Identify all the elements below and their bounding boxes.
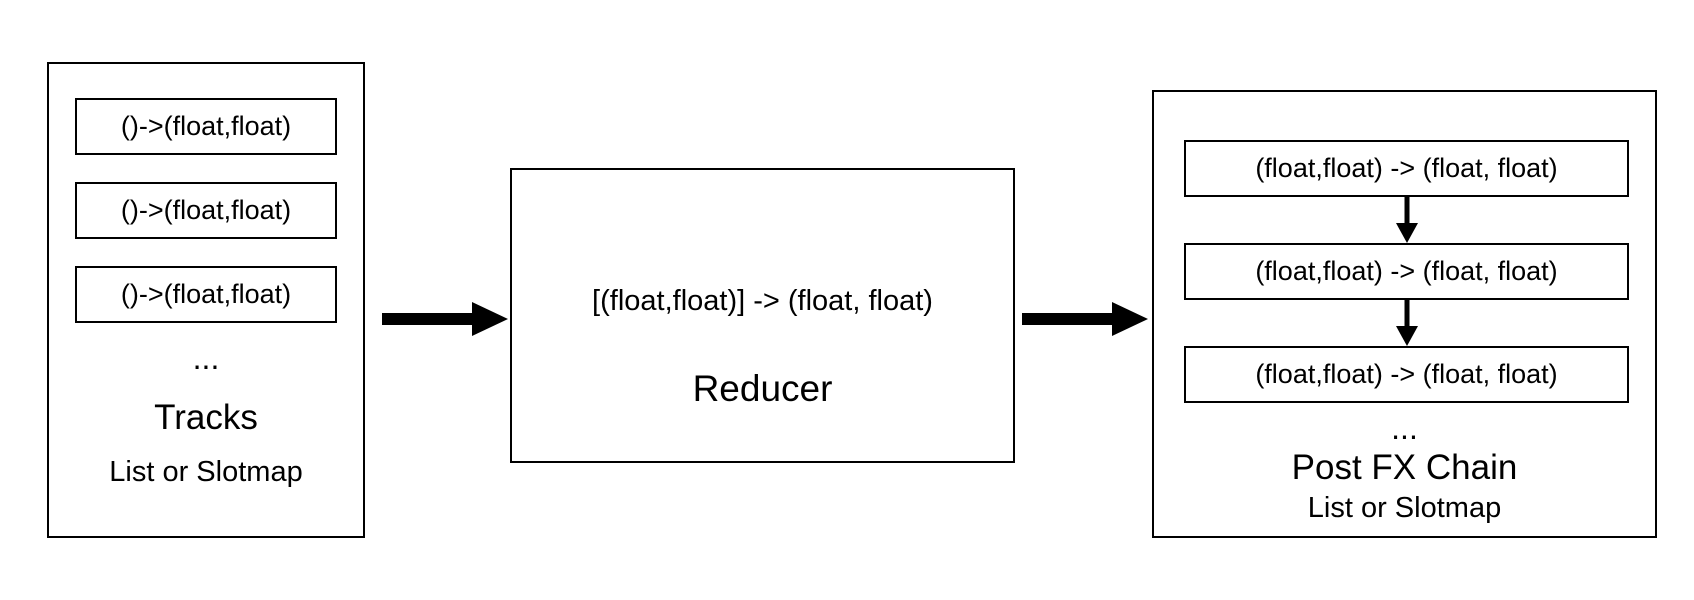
reducer-box: [(float,float)] -> (float, float) Reduce… <box>510 168 1015 463</box>
track-node: ()->(float,float) <box>75 98 337 155</box>
reducer-title: Reducer <box>692 368 833 409</box>
postfx-title: Post FX Chain <box>1291 448 1518 487</box>
reducer-to-postfx-arrow <box>1022 302 1148 336</box>
postfx-chain-arrow <box>1396 300 1418 346</box>
track-node: ()->(float,float) <box>75 182 337 239</box>
track-node: ()->(float,float) <box>75 266 337 323</box>
postfx-node-label: (float,float) -> (float, float) <box>1255 153 1558 183</box>
tracks-to-reducer-arrow <box>382 302 508 336</box>
tracks-group: ()->(float,float) ()->(float,float) ()->… <box>47 62 365 538</box>
tracks-subtitle: List or Slotmap <box>109 456 303 488</box>
reducer-signature: [(float,float)] -> (float, float) <box>592 285 933 317</box>
postfx-group: (float,float) -> (float, float) (float,f… <box>1152 90 1657 538</box>
postfx-node-label: (float,float) -> (float, float) <box>1255 359 1558 389</box>
postfx-chain-arrow <box>1396 197 1418 243</box>
postfx-node: (float,float) -> (float, float) <box>1184 346 1629 403</box>
tracks-ellipsis: ... <box>192 340 220 376</box>
tracks-title: Tracks <box>154 398 258 437</box>
postfx-node: (float,float) -> (float, float) <box>1184 140 1629 197</box>
postfx-node-label: (float,float) -> (float, float) <box>1255 256 1558 286</box>
postfx-subtitle: List or Slotmap <box>1307 492 1502 524</box>
track-node-label: ()->(float,float) <box>120 111 292 141</box>
postfx-ellipsis: ... <box>1391 410 1418 446</box>
postfx-node: (float,float) -> (float, float) <box>1184 243 1629 300</box>
track-node-label: ()->(float,float) <box>120 195 292 225</box>
track-node-label: ()->(float,float) <box>120 279 292 309</box>
